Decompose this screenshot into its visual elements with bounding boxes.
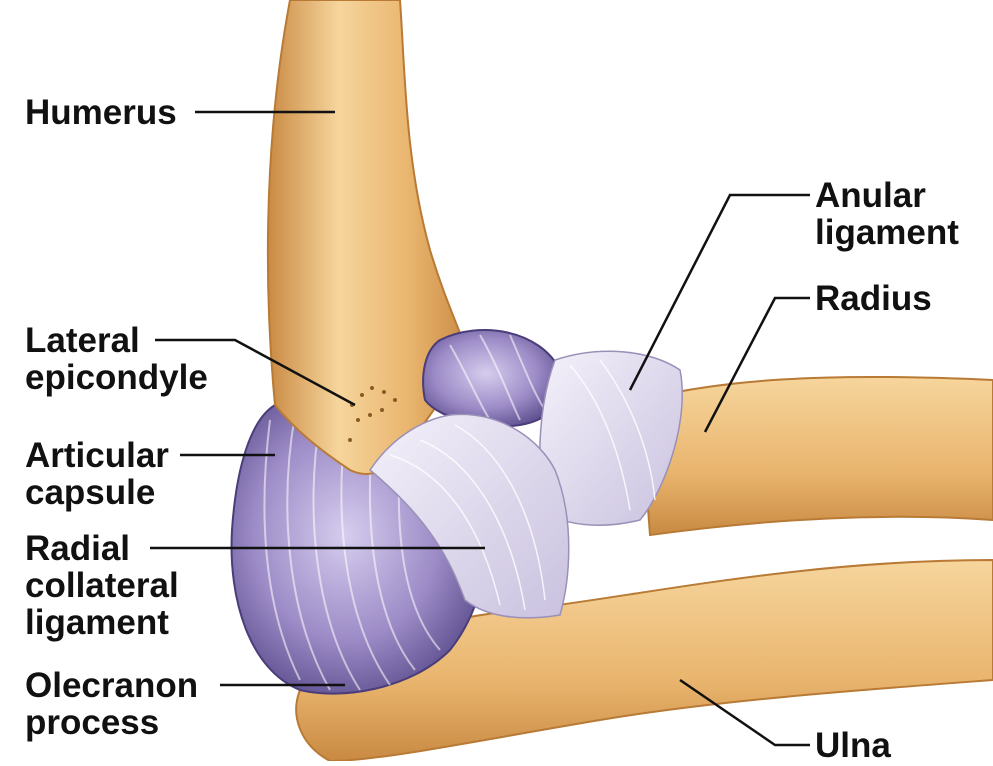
label-anular-line2: ligament (815, 214, 959, 251)
radius-bone (640, 377, 993, 535)
label-lateral-epicondyle-line1: Lateral (25, 322, 208, 359)
label-humerus: Humerus (25, 94, 177, 131)
label-radial-collateral-line1: Radial (25, 530, 179, 567)
label-radial-collateral-line3: ligament (25, 604, 179, 641)
label-lateral-epicondyle: Lateral epicondyle (25, 322, 208, 396)
label-articular-capsule: Articular capsule (25, 437, 169, 511)
label-lateral-epicondyle-line2: epicondyle (25, 359, 208, 396)
label-articular-capsule-line2: capsule (25, 474, 169, 511)
label-radius-text: Radius (815, 280, 932, 317)
label-ulna-text: Ulna (815, 727, 891, 764)
label-radial-collateral-ligament: Radial collateral ligament (25, 530, 179, 641)
label-olecranon-line2: process (25, 704, 198, 741)
label-anular-line1: Anular (815, 177, 959, 214)
label-olecranon-process: Olecranon process (25, 667, 198, 741)
label-articular-capsule-line1: Articular (25, 437, 169, 474)
label-anular-ligament: Anular ligament (815, 177, 959, 251)
radial-head-capsule (423, 330, 562, 426)
label-olecranon-line1: Olecranon (25, 667, 198, 704)
label-radial-collateral-line2: collateral (25, 567, 179, 604)
label-radius: Radius (815, 280, 932, 317)
label-humerus-text: Humerus (25, 94, 177, 131)
label-ulna: Ulna (815, 727, 891, 764)
